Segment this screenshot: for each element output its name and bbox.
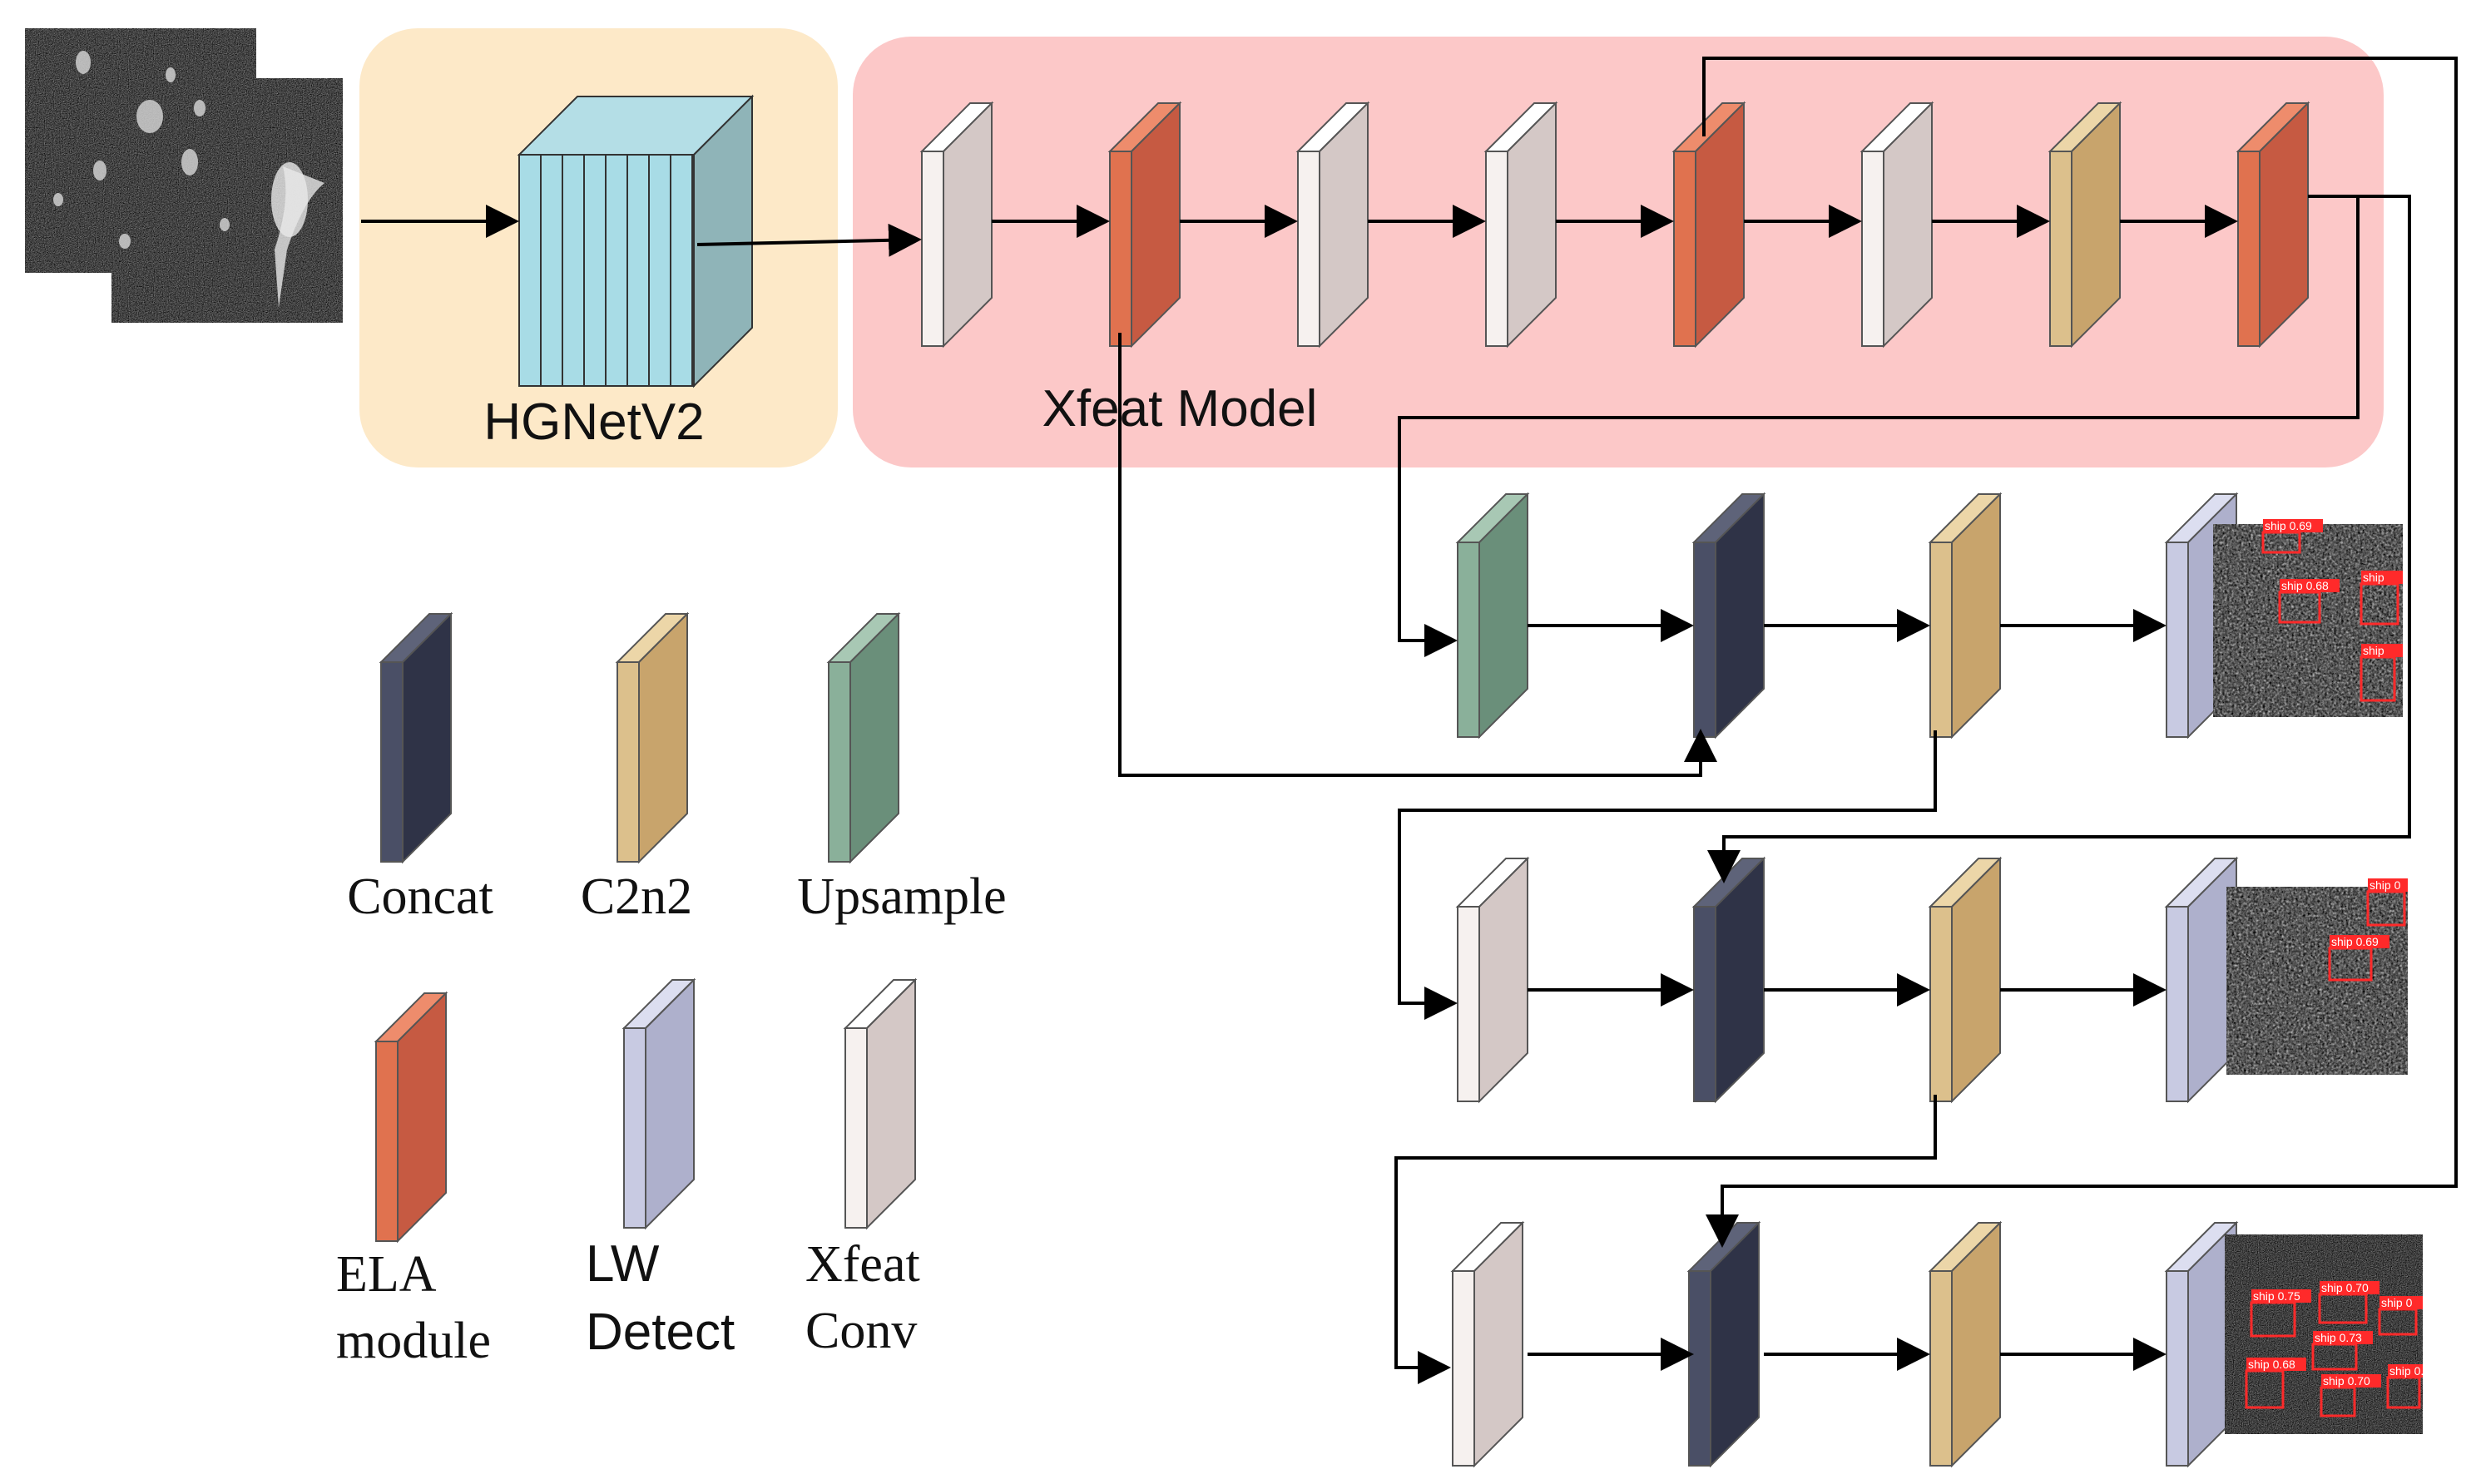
neck-r2-lw	[2164, 856, 2239, 1104]
legend-label-concat: Concat	[347, 868, 493, 925]
legend-label-upsample: Upsample	[797, 868, 1006, 925]
neck-r1-upsample	[1455, 492, 1530, 740]
detection-label: ship	[2363, 644, 2384, 657]
neck-r1-c2n2	[1928, 492, 2003, 740]
detection-label: ship	[2363, 571, 2384, 584]
neck-r3-lw	[2164, 1220, 2239, 1468]
detection-label: ship 0	[2381, 1296, 2413, 1309]
xfeat-block-8-ela	[2236, 101, 2310, 349]
detection-label: ship 0.70	[2321, 1281, 2369, 1294]
legend-label-xconv-line2: Conv	[805, 1303, 917, 1359]
xfeat-chain	[919, 101, 2310, 349]
legend-swatch-upsample	[826, 611, 901, 864]
legend-labels: Concat C2n2 Upsample ELA module LW Detec…	[336, 868, 1007, 1369]
detection-label: ship 0.69	[2265, 519, 2312, 532]
hgnetv2-block	[517, 94, 755, 388]
xfeat-block-6-xconv	[1859, 101, 1934, 349]
xfeat-block-3-xconv	[1295, 101, 1370, 349]
legend-swatch-xconv	[843, 977, 918, 1230]
legend-label-ela: ELA	[336, 1246, 437, 1303]
legend-label-ela-line2: module	[336, 1313, 491, 1369]
xfeat-block-7-c2n2	[2048, 101, 2122, 349]
legend-swatch-concat	[379, 611, 453, 864]
xfeat-region	[853, 37, 2384, 467]
detection-label: ship 0.69	[2331, 935, 2379, 948]
legend-label-lw-line2: Detect	[586, 1303, 735, 1361]
detection-label: ship 0.	[2389, 1364, 2424, 1378]
connections	[361, 57, 2458, 1384]
detection-image-2: ship 0 ship 0.69	[2226, 878, 2408, 1075]
xfeat-block-4-xconv	[1483, 101, 1558, 349]
neck-r2-xconv	[1455, 856, 1530, 1104]
neck-r3-xconv	[1450, 1220, 1525, 1468]
neck-r2-concat	[1691, 856, 1766, 1104]
detection-label: ship 0.68	[2248, 1358, 2295, 1371]
legend	[374, 611, 918, 1244]
detection-label: ship 0.75	[2253, 1289, 2300, 1303]
neck-r2-c2n2	[1928, 856, 2003, 1104]
detection-image-3: ship 0.75 ship 0.70 ship 0 ship 0.73 ship 0.…	[2225, 1234, 2424, 1434]
backbone-label: HGNetV2	[483, 393, 704, 451]
xfeat-label: Xfeat Model	[1042, 380, 1318, 438]
neck-r3-c2n2	[1928, 1220, 2003, 1468]
detection-outputs: ship 0.69 ship 0.68 ship ship ship 0 ship 0.6…	[2213, 519, 2424, 1434]
xfeat-block-1-xconv	[919, 101, 994, 349]
detection-label: ship 0.70	[2323, 1374, 2370, 1388]
detection-label: ship 0.68	[2281, 579, 2329, 592]
detection-label: ship 0.73	[2315, 1331, 2362, 1344]
legend-swatch-lw	[621, 977, 696, 1230]
legend-label-c2n2: C2n2	[581, 868, 692, 925]
neck-r1-concat	[1691, 492, 1766, 740]
input-sar-images	[25, 28, 343, 323]
legend-label-lw: LW	[586, 1235, 660, 1293]
neck-r3-concat	[1686, 1220, 1761, 1468]
legend-swatch-ela	[374, 991, 448, 1244]
xfeat-block-2-ela	[1107, 101, 1182, 349]
detection-image-1: ship 0.69 ship 0.68 ship ship	[2213, 519, 2403, 717]
legend-swatch-c2n2	[615, 611, 690, 864]
legend-label-xconv: Xfeat	[805, 1236, 920, 1293]
detection-label: ship 0	[2370, 878, 2401, 892]
neck-rows	[1450, 492, 2239, 1468]
xfeat-block-5-ela	[1671, 101, 1746, 349]
